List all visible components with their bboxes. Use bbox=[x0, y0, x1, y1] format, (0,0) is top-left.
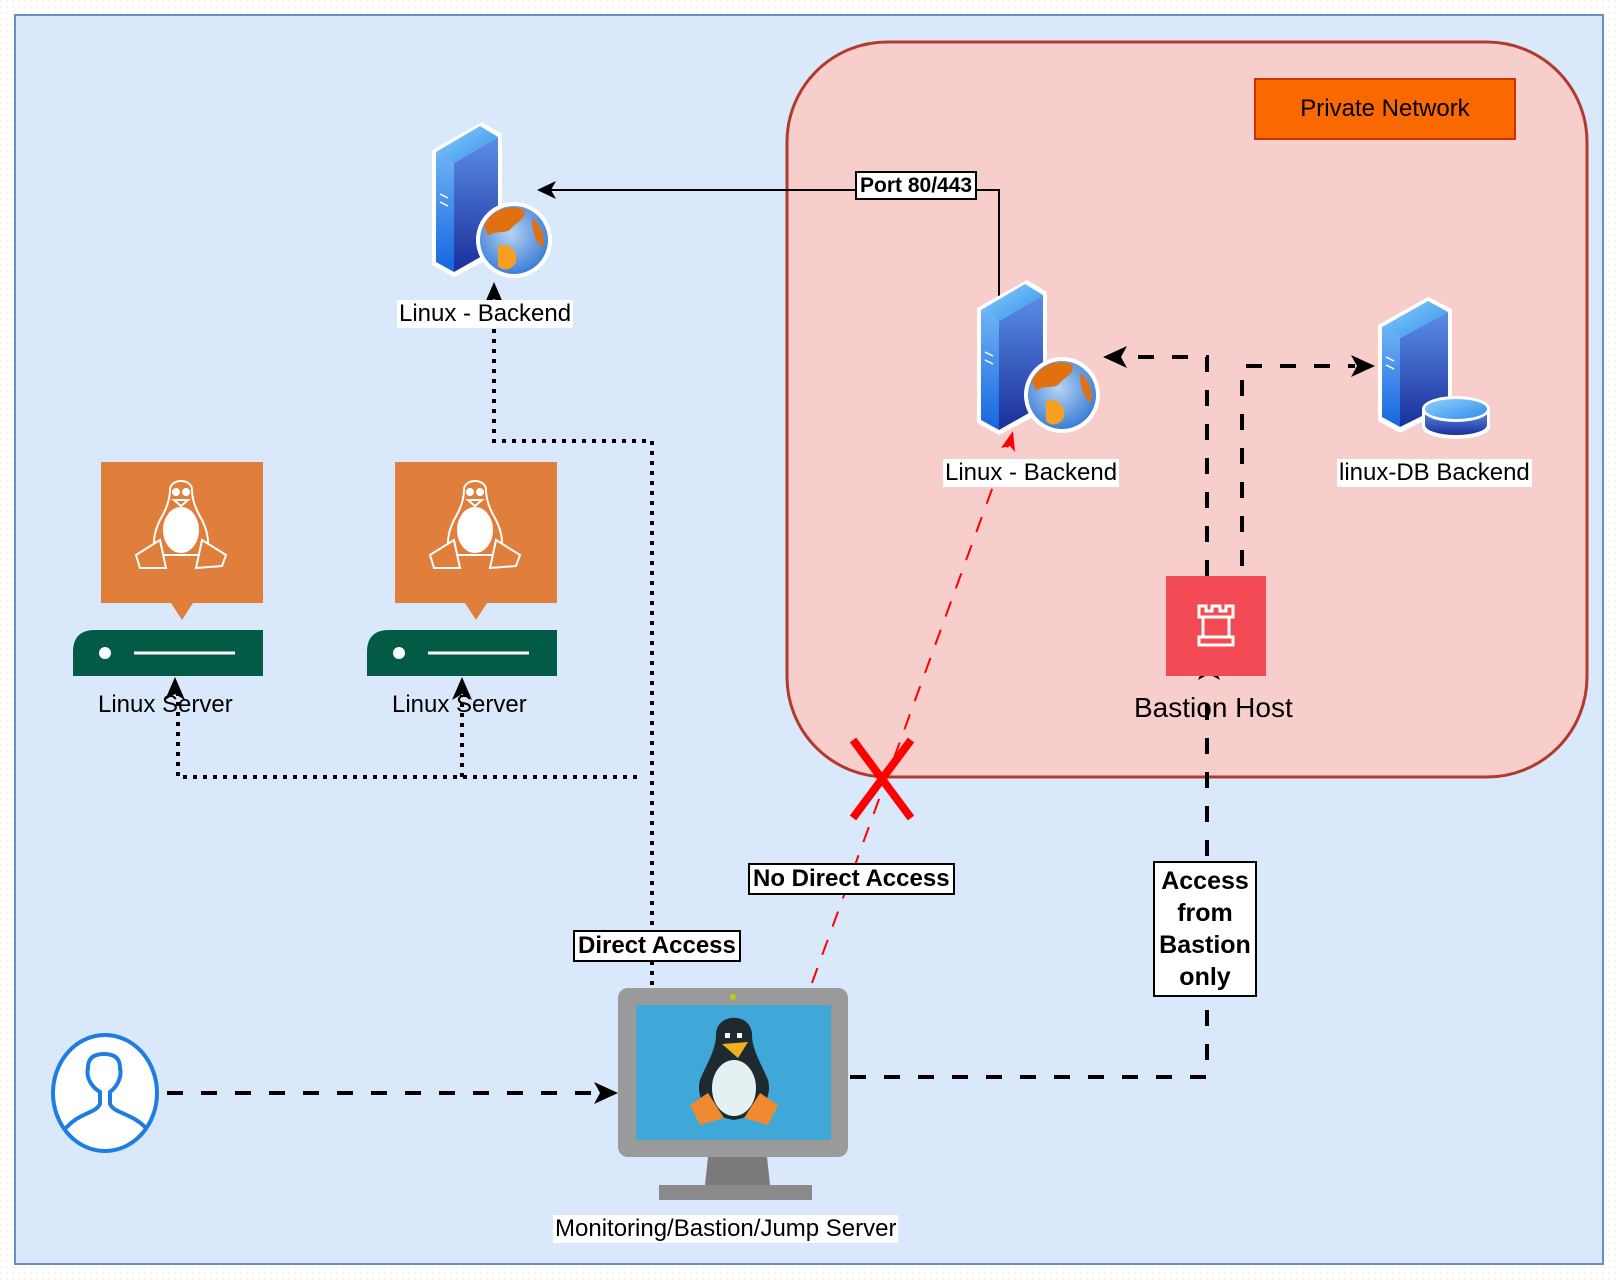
no-direct-access-label: No Direct Access bbox=[748, 863, 955, 895]
tux-penguin-icon bbox=[428, 480, 522, 570]
private-backend-label: Linux - Backend bbox=[943, 459, 1120, 487]
user-icon[interactable] bbox=[51, 1033, 159, 1153]
edge-port-80-443[interactable] bbox=[540, 189, 1000, 329]
database-server-icon[interactable] bbox=[1378, 297, 1490, 439]
linux-server-node[interactable] bbox=[73, 462, 263, 676]
linux-server-1-label: Linux Server bbox=[98, 691, 233, 718]
arrowhead-backend bbox=[1103, 346, 1127, 368]
monitor-tux-icon[interactable] bbox=[618, 988, 848, 1200]
arrowhead-linux-server-2 bbox=[452, 677, 472, 700]
port-edge-label: Port 80/443 bbox=[855, 171, 978, 200]
arrowhead-db bbox=[1351, 355, 1375, 377]
edge-direct-access-backend[interactable] bbox=[492, 300, 654, 985]
jump-server-label: Monitoring/Bastion/Jump Server bbox=[553, 1215, 899, 1243]
private-network-zone[interactable] bbox=[785, 40, 1589, 779]
direct-access-label: Direct Access bbox=[573, 930, 741, 962]
web-server-icon[interactable] bbox=[977, 280, 1100, 435]
bastion-only-label: Access from Bastion only bbox=[1153, 861, 1257, 997]
blocked-x-icon bbox=[849, 737, 915, 821]
edge-bastion-to-backend[interactable] bbox=[1125, 355, 1209, 576]
edge-direct-linux-server-1[interactable] bbox=[176, 695, 637, 779]
bastion-host-node[interactable] bbox=[1166, 576, 1266, 676]
arrowhead-public-backend bbox=[537, 181, 556, 199]
arrowhead-direct-backend bbox=[484, 282, 504, 305]
arrowhead-linux-server-1 bbox=[165, 677, 185, 700]
edge-bastion-to-db[interactable] bbox=[1240, 364, 1355, 566]
linux-server-2-label: Linux Server bbox=[392, 691, 527, 718]
tux-penguin-icon bbox=[134, 480, 228, 570]
arrowhead-red bbox=[1001, 431, 1015, 452]
bastion-host-label: Bastion Host bbox=[1134, 692, 1293, 723]
private-network-label: Private Network bbox=[1254, 78, 1516, 140]
public-backend-label: Linux - Backend bbox=[397, 300, 574, 328]
linux-server-node[interactable] bbox=[367, 462, 557, 676]
rook-castle-icon bbox=[1197, 604, 1235, 647]
arrowhead-jump-server bbox=[594, 1082, 618, 1104]
db-backend-label: linux-DB Backend bbox=[1337, 459, 1532, 487]
tux-penguin-icon bbox=[690, 1017, 778, 1125]
web-server-icon[interactable] bbox=[432, 122, 552, 278]
